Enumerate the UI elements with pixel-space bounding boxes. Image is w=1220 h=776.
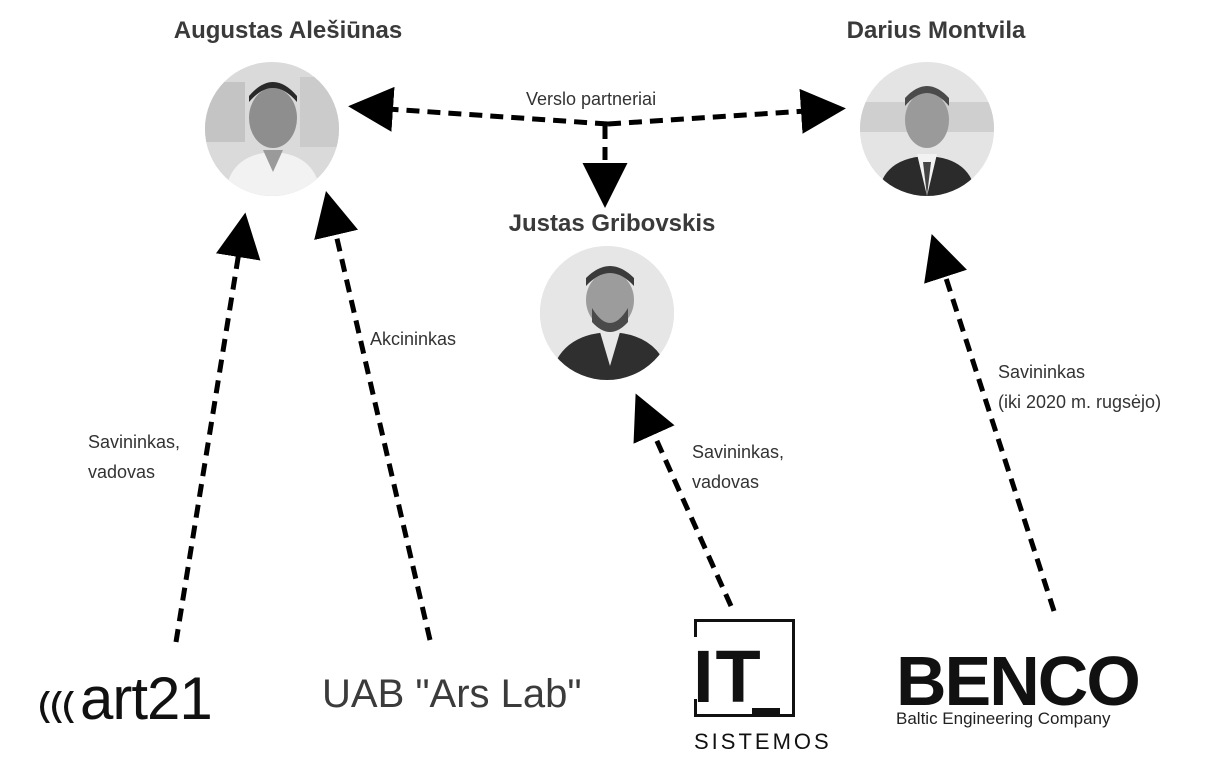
label-arslab-role: Akcininkas: [370, 329, 457, 349]
label-partners: Verslo partneriai: [526, 89, 657, 109]
person-name-augustas: Augustas Alešiūnas: [173, 17, 403, 44]
label-art21-role-line2: vadovas: [88, 462, 156, 482]
person-name-darius: Darius Montvila: [846, 17, 1026, 44]
it-sistemos-sub: SISTEMOS: [694, 729, 832, 754]
arrow-itsistemos: [633, 393, 734, 608]
label-itsistemos-role-line2: vadovas: [692, 472, 760, 492]
arrow-arslab: [314, 191, 433, 641]
label-itsistemos-role: Savininkas, vadovas: [692, 437, 784, 497]
benco-subtitle: Baltic Engineering Company: [896, 709, 1111, 728]
art21-name: art21: [80, 665, 213, 732]
it-sistemos-frame-icon: [694, 619, 795, 717]
it-sistemos-name: IT: [693, 635, 763, 718]
arrow-art21: [173, 212, 261, 643]
benco-name: BENCO: [896, 642, 1141, 720]
avatar-darius: [860, 62, 994, 196]
arrow-benco: [924, 233, 1057, 612]
person-name-justas: Justas Gribovskis: [508, 210, 716, 237]
arrow-partners-right: [607, 88, 846, 134]
art21-logo: art21: [36, 664, 213, 738]
avatar-augustas: [205, 62, 339, 196]
label-benco-role: Savininkas (iki 2020 m. rugsėjo): [998, 357, 1161, 417]
avatar-justas: [540, 246, 674, 380]
art21-mark-icon: [36, 669, 78, 738]
label-itsistemos-role-line1: Savininkas,: [692, 442, 785, 462]
label-benco-role-line2: (iki 2020 m. rugsėjo): [998, 392, 1162, 412]
label-art21-role: Savininkas, vadovas: [88, 427, 180, 487]
arslab-name: UAB "Ars Lab": [322, 672, 582, 716]
label-benco-role-line1: Savininkas: [998, 362, 1086, 382]
it-sistemos-underscore: [752, 708, 780, 714]
arrow-partners-left: [348, 86, 609, 132]
label-art21-role-line1: Savininkas,: [88, 432, 181, 452]
